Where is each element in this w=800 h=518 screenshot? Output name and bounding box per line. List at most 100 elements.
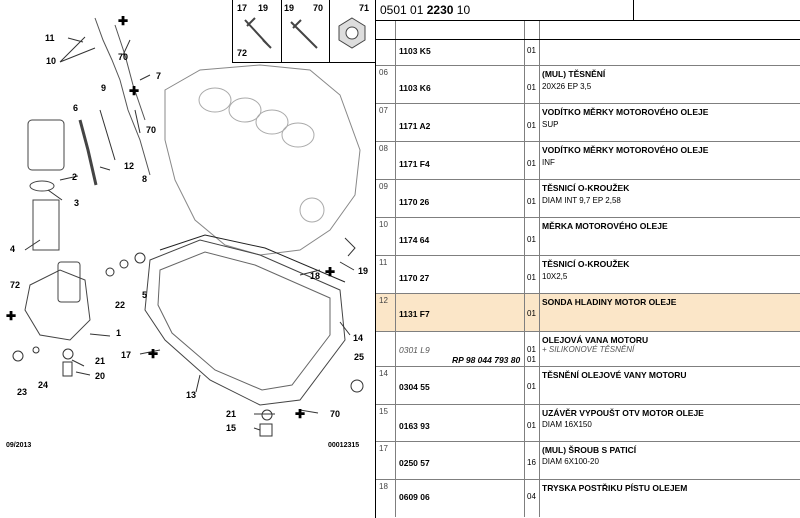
row-number: 17 bbox=[379, 444, 388, 453]
legend-code: 17 bbox=[237, 3, 248, 13]
replacement-part-number: RP 98 044 793 80 bbox=[452, 355, 521, 365]
part-name: TĚSNICÍ O-KROUŽEK bbox=[542, 183, 630, 193]
callout-label: 20 bbox=[95, 371, 106, 381]
callout-label: 21 bbox=[95, 356, 106, 366]
part-name: MĚRKA MOTOROVÉHO OLEJE bbox=[542, 221, 668, 231]
callout-label: 70 bbox=[118, 52, 129, 62]
parts-table: 0501 01 2230 10 1103 K5 01 06 1103 K6 01… bbox=[375, 0, 800, 518]
callout-label: 24 bbox=[38, 380, 49, 390]
part-name: TRYSKA POSTŘIKU PÍSTU OLEJEM bbox=[542, 483, 688, 493]
row-number: 15 bbox=[379, 407, 388, 416]
nut-icon bbox=[338, 17, 366, 49]
bolt-flange-icon bbox=[244, 17, 272, 49]
quantity: 01 bbox=[527, 382, 536, 391]
quantity: 04 bbox=[527, 492, 536, 501]
part-spec: DIAM INT 9,7 EP 2,58 bbox=[542, 196, 621, 205]
legend-code: 19 bbox=[258, 3, 269, 13]
ref-suffix: 10 bbox=[456, 3, 471, 17]
table-row[interactable]: 10 1174 64 01 MĚRKA MOTOROVÉHO OLEJE bbox=[376, 218, 800, 256]
quantity: 01 bbox=[527, 83, 536, 92]
callout-label: 14 bbox=[353, 333, 364, 343]
callout-label: 18 bbox=[310, 271, 321, 281]
row-number: 14 bbox=[379, 369, 388, 378]
quantity: 01 bbox=[527, 273, 536, 282]
exploded-parts-diagram: ✚ ✚ ✚ ✚ ✚ ✚ 17 19 72 19 70 71 bbox=[0, 0, 376, 518]
legend-code: 70 bbox=[313, 3, 324, 13]
bolt-icon bbox=[290, 19, 318, 49]
part-spec: + SILIKONOVÉ TĚSNĚNÍ bbox=[542, 345, 635, 354]
engine-drawing: ✚ ✚ ✚ ✚ ✚ ✚ bbox=[6, 14, 364, 437]
row-number: 18 bbox=[379, 482, 388, 491]
quantity: 01 bbox=[527, 345, 536, 354]
table-row-selected[interactable]: 12 1131 F7 01 SONDA HLADINY MOTOR OLEJE bbox=[376, 294, 800, 332]
svg-text:✚: ✚ bbox=[118, 14, 128, 28]
callout-label: 21 bbox=[226, 409, 237, 419]
legend-cell: 17 19 72 bbox=[233, 0, 282, 62]
callout-label: 15 bbox=[226, 423, 237, 433]
callout-label: 10 bbox=[46, 56, 57, 66]
callout-label: 2 bbox=[72, 172, 78, 182]
legend-code: 72 bbox=[237, 48, 248, 58]
part-number: 0301 L9 bbox=[399, 345, 430, 355]
callout-label: 11 bbox=[45, 33, 55, 43]
part-number: 1171 A2 bbox=[399, 121, 431, 131]
callout-label: 17 bbox=[121, 350, 132, 360]
diagram-code: 00012315 bbox=[328, 442, 360, 449]
part-spec: 10X2,5 bbox=[542, 272, 568, 281]
callout-label: 8 bbox=[142, 174, 148, 184]
table-row[interactable]: 14 0304 55 01 TĚSNĚNÍ OLEJOVÉ VANY MOTOR… bbox=[376, 367, 800, 405]
part-name: VODÍTKO MĚRKY MOTOROVÉHO OLEJE bbox=[542, 107, 709, 117]
callout-label: 12 bbox=[124, 161, 135, 171]
diagram-date: 09/2013 bbox=[6, 442, 32, 449]
legend-code: 19 bbox=[284, 3, 295, 13]
row-number: 08 bbox=[379, 144, 388, 153]
quantity: 01 bbox=[527, 46, 536, 55]
part-spec: DIAM 16X150 bbox=[542, 420, 592, 429]
table-row[interactable]: 18 0609 06 04 TRYSKA POSTŘIKU PÍSTU OLEJ… bbox=[376, 480, 800, 517]
ref-prefix: 0501 01 bbox=[380, 3, 424, 17]
callout-label: 70 bbox=[330, 409, 341, 419]
part-number: 0250 57 bbox=[399, 458, 430, 468]
svg-text:✚: ✚ bbox=[6, 309, 16, 323]
callout-label: 1 bbox=[116, 328, 122, 338]
table-row[interactable]: 1103 K5 01 bbox=[376, 40, 800, 66]
fastener-legend: 17 19 72 19 70 71 bbox=[232, 0, 376, 63]
row-number: 07 bbox=[379, 106, 388, 115]
legend-cell: 71 bbox=[329, 0, 375, 62]
row-number: 09 bbox=[379, 182, 388, 191]
ref-main: 2230 bbox=[426, 3, 454, 17]
part-number: 0609 06 bbox=[399, 492, 430, 502]
part-number: 1170 26 bbox=[399, 197, 430, 207]
part-name: OLEJOVÁ VANA MOTORU bbox=[542, 335, 649, 345]
callout-label: 25 bbox=[354, 352, 365, 362]
row-number: 06 bbox=[379, 68, 388, 77]
reference-number: 0501 01 2230 10 bbox=[380, 3, 470, 17]
callout-label: 72 bbox=[10, 280, 21, 290]
part-number: 1174 64 bbox=[399, 235, 430, 245]
part-number: 1131 F7 bbox=[399, 309, 430, 319]
table-row[interactable]: 08 1171 F4 01 VODÍTKO MĚRKY MOTOROVÉHO O… bbox=[376, 142, 800, 180]
part-name: TĚSNĚNÍ OLEJOVÉ VANY MOTORU bbox=[542, 370, 687, 380]
quantity: 01 bbox=[527, 309, 536, 318]
quantity: 16 bbox=[527, 458, 536, 467]
callout-label: 6 bbox=[73, 103, 79, 113]
table-row[interactable]: 07 1171 A2 01 VODÍTKO MĚRKY MOTOROVÉHO O… bbox=[376, 104, 800, 142]
part-spec: DIAM 6X100-20 bbox=[542, 457, 599, 466]
callout-label: 9 bbox=[101, 83, 107, 93]
callout-label: 22 bbox=[115, 300, 126, 310]
table-row bbox=[376, 21, 800, 40]
quantity: 01 bbox=[527, 159, 536, 168]
callout-label: 19 bbox=[358, 266, 369, 276]
table-row[interactable]: 15 0163 93 01 UZÁVĚR VYPOUŠT OTV MOTOR O… bbox=[376, 405, 800, 442]
row-number: 12 bbox=[379, 296, 388, 305]
quantity: 01 bbox=[527, 355, 536, 364]
callout-label: 70 bbox=[146, 125, 157, 135]
quantity: 01 bbox=[527, 235, 536, 244]
svg-text:✚: ✚ bbox=[148, 347, 158, 361]
legend-code: 71 bbox=[359, 3, 370, 13]
